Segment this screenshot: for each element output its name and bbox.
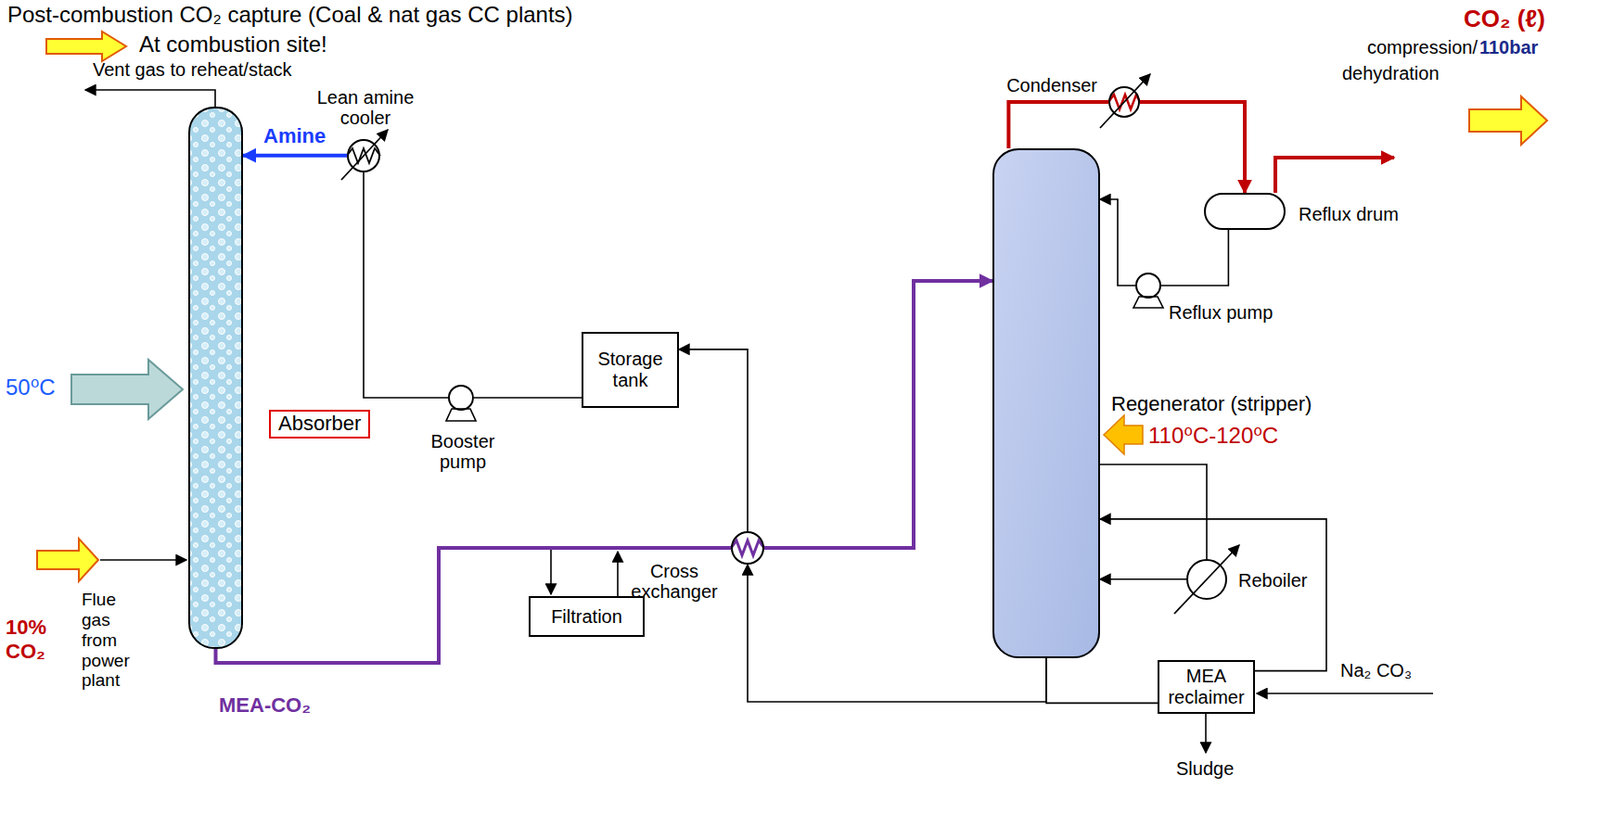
equipment-label: Regenerator (stripper): [1111, 393, 1312, 417]
exchanger-symbol: [341, 74, 1240, 615]
block-arrow: [37, 31, 1548, 582]
pipe-connector: [1161, 230, 1229, 286]
process-note: dehydration: [1342, 63, 1440, 85]
filtration-box: Filtration: [528, 596, 645, 638]
pipe-connector: [473, 396, 582, 399]
product-label: CO₂ (ℓ): [1463, 5, 1546, 34]
box-label: Storage tank: [588, 348, 672, 392]
pipe-connector: [1139, 102, 1245, 193]
waste-label: Sludge: [1176, 758, 1234, 781]
block-arrow: [1103, 415, 1143, 455]
pipe-line: [1256, 692, 1434, 695]
reflux-drum: Reflux drum: [1203, 192, 1286, 231]
site-note: At combustion site!: [139, 31, 328, 58]
species-label: CO₂: [5, 640, 46, 664]
storage-tank: Storage tank: [581, 332, 679, 409]
absorber-column: Absorber: [188, 106, 244, 650]
diagram-title: Post-combustion CO₂ capture (Coal & nat …: [7, 1, 574, 28]
column-fill: [188, 106, 244, 650]
reagent-label: Na₂ CO₃: [1340, 660, 1412, 682]
equipment-label: Reflux drum: [1298, 204, 1399, 225]
pipe-connector: [1100, 519, 1327, 672]
stream-label: Amine: [263, 124, 326, 148]
pipe-connector: [243, 153, 347, 158]
equipment-label: Cross exchanger: [623, 561, 726, 603]
pipe-connector: [1046, 658, 1158, 704]
concentration-label: 10%: [5, 615, 47, 640]
exchanger-symbol: [730, 540, 765, 556]
pipe-line: [1204, 712, 1207, 754]
process-note: compression/: [1367, 37, 1478, 59]
box-label: MEA reclaimer: [1164, 665, 1248, 709]
box-label: Filtration: [550, 606, 623, 628]
equipment-label: Absorber: [268, 409, 371, 439]
cooler-exchanger: Lean amine cooler: [346, 139, 381, 173]
temperature-label: 50⁰C: [5, 374, 56, 401]
equipment-label: Lean amine cooler: [309, 87, 422, 129]
booster-pump: Booster pump: [448, 384, 474, 411]
pipe-connector: [1100, 464, 1207, 560]
pressure-label: 110bar: [1479, 37, 1538, 59]
pump-base: [446, 296, 1164, 422]
column-fill: [188, 106, 1101, 659]
pipe-connector: [764, 281, 993, 549]
block-arrow: [1469, 96, 1548, 145]
pipe-line: [100, 559, 187, 562]
exchanger-symbol: [341, 129, 388, 180]
pipe-line: [85, 89, 216, 107]
stream-label: MEA-CO₂: [218, 693, 311, 717]
pipe-connector: [1100, 199, 1136, 286]
condenser: Condenser: [1108, 86, 1140, 118]
cross-exchanger: Cross exchanger: [730, 531, 765, 565]
reflux-pump: Reflux pump: [1135, 272, 1162, 299]
mea-reclaimer: MEA reclaimer: [1157, 660, 1255, 715]
equipment-label: Booster pump: [421, 431, 505, 474]
pipe-line: [1275, 157, 1395, 193]
pipe-line: [85, 89, 1434, 754]
pipe-connector: [363, 172, 448, 398]
pipe-line: [550, 550, 552, 595]
equipment-label: Reflux pump: [1168, 302, 1273, 323]
pipe-connector: [747, 564, 1047, 703]
column-fill: [992, 148, 1101, 659]
block-arrow: [37, 538, 99, 582]
pipe-connector: [216, 548, 732, 664]
temperature-label: 110⁰C-120⁰C: [1148, 422, 1279, 449]
reboiler: Reboiler: [1186, 559, 1228, 601]
equipment-label: Condenser: [1006, 75, 1098, 96]
flue-gas-label: Flue gas from power plant: [81, 589, 140, 692]
pipe-connector: [1100, 578, 1187, 581]
pipe-connector: [1008, 102, 1109, 149]
regenerator-column: Regenerator (stripper): [992, 148, 1101, 659]
pipe-line: [616, 551, 619, 597]
block-arrow: [71, 359, 183, 420]
pipe-connector: [678, 349, 748, 532]
vent-label: Vent gas to reheat/stack: [92, 59, 293, 81]
block-arrow: [46, 31, 127, 62]
equipment-label: Reboiler: [1238, 570, 1307, 591]
